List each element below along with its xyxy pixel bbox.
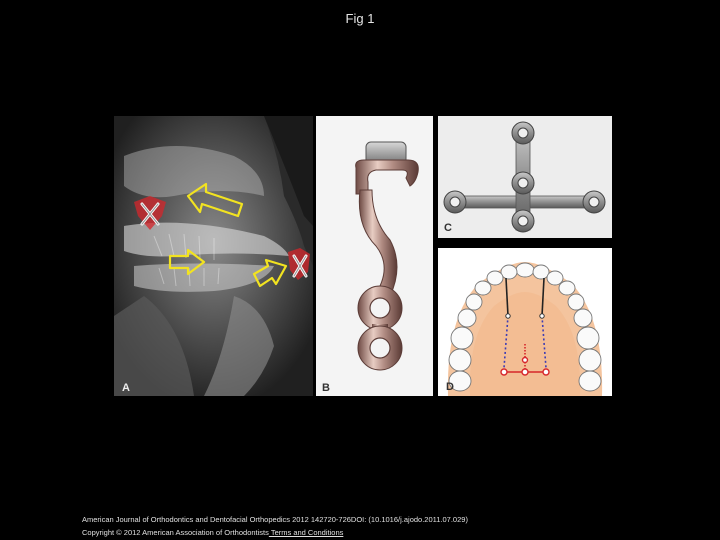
xray-image <box>114 116 313 396</box>
arrow-right-chin-icon <box>252 258 288 288</box>
panel-label-d: D <box>446 381 454 393</box>
red-x-mark-upper <box>134 196 166 230</box>
palate-diagram <box>438 248 612 396</box>
plate-eyelets <box>357 285 403 371</box>
red-x-mark-lower <box>288 248 310 280</box>
figure: A <box>114 116 612 396</box>
panel-label-c: C <box>444 222 452 234</box>
panel-a-xray: A <box>114 116 313 396</box>
figure-title: Fig 1 <box>345 11 375 26</box>
copyright-line: Copyright © 2012 American Association of… <box>82 526 468 539</box>
arrow-right-lower-icon <box>168 248 206 276</box>
panel-label-a: A <box>122 382 130 394</box>
panel-c-t-plate: C <box>438 116 612 238</box>
anchor-plate-image <box>316 116 433 396</box>
t-plate-image <box>438 116 612 238</box>
panel-label-b: B <box>322 382 330 394</box>
copyright-text: Copyright © 2012 American Association of… <box>82 528 269 537</box>
citation-footer: American Journal of Orthodontics and Den… <box>82 513 468 539</box>
dentition <box>448 262 602 392</box>
terms-link[interactable]: Terms and Conditions <box>268 528 344 537</box>
panel-d-palate-diagram: D <box>438 248 612 396</box>
arrow-left-upper-icon <box>186 182 244 218</box>
citation-line: American Journal of Orthodontics and Den… <box>82 515 468 524</box>
panel-b-plate: B <box>316 116 433 396</box>
